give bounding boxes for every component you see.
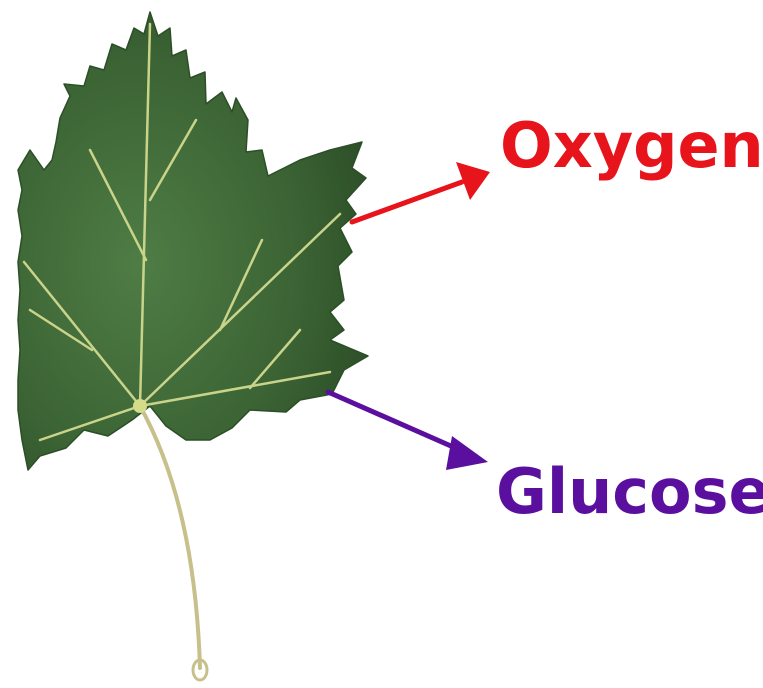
arrow-right-icon	[328, 392, 460, 450]
glucose-label: Glucose	[496, 456, 763, 528]
leaf-node	[133, 399, 147, 413]
arrow-right-icon	[352, 182, 462, 222]
oxygen-arrow	[352, 162, 490, 222]
leaf-stem	[140, 406, 200, 668]
glucose-arrow	[328, 392, 488, 470]
glucose-arrowhead	[446, 436, 488, 470]
oxygen-label: Oxygen	[500, 110, 763, 182]
maple-leaf-icon	[18, 12, 368, 680]
leaf-blade	[18, 12, 368, 470]
